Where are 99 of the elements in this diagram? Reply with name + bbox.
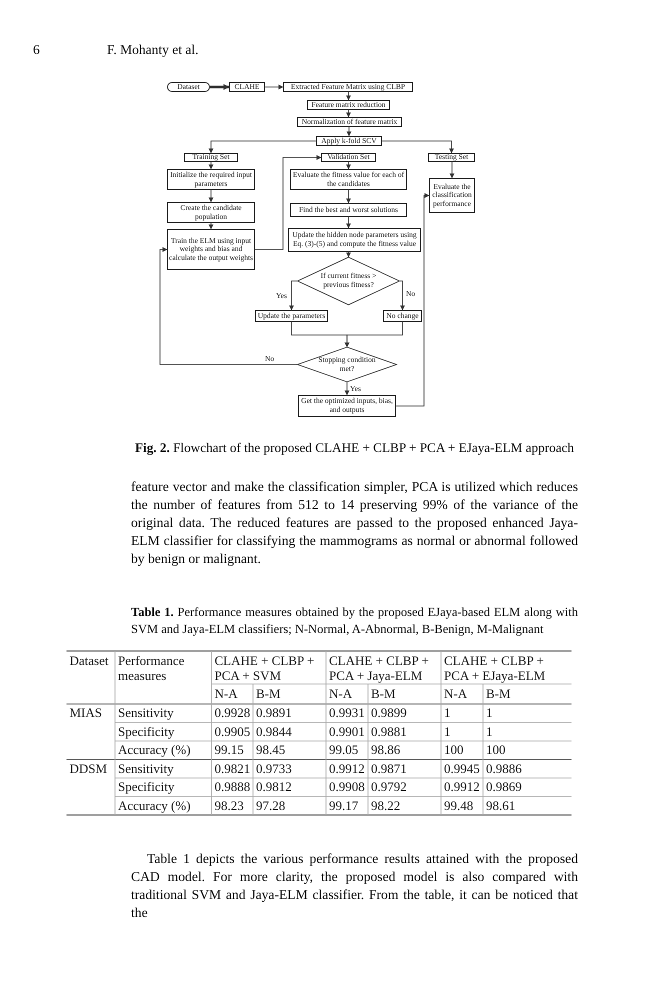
flow-arrow <box>264 84 284 90</box>
metric-value: 0.9881 <box>371 724 407 740</box>
body-paragraph: feature vector and make the classification simpler, PCA is utilized which reduces the number of features from 512 to 14 preserving 99% of the variance of the original data. The reduced features are passed to the proposed enhanced Jaya-ELM classifier for classifying the mammograms as normal or abnormal followed by benign or malignant. <box>131 478 578 568</box>
metric-value: 99.17 <box>329 798 358 814</box>
metric-value: 1 <box>444 724 450 740</box>
process-box <box>316 136 382 146</box>
metric-value: 0.9844 <box>256 724 292 740</box>
subcolumn-header: B-M <box>256 686 281 702</box>
column-header: Performance measures <box>118 653 186 683</box>
decision-diamond <box>297 347 397 382</box>
page-number: 6 <box>33 42 40 58</box>
body-paragraph: Table 1 depicts the various performance results attained with the proposed CAD model. For more clarity, the proposed model is also compared with traditional SVM and Jaya-ELM classifier. From the table, it can be noticed that the <box>131 850 578 922</box>
flow-arrow <box>346 126 352 136</box>
flow-arrow <box>400 280 405 310</box>
dataset-label: MIAS <box>70 705 102 722</box>
column-header: CLAHE + CLBP + PCA + EJaya-ELM <box>444 653 546 683</box>
metric-value: 98.45 <box>256 742 286 758</box>
flow-arrow <box>396 193 430 406</box>
metric-value: 0.9733 <box>256 760 292 777</box>
metric-value: 98.86 <box>371 742 400 758</box>
metric-value: 100 <box>486 742 506 758</box>
metric-value: 0.9945 <box>444 760 480 777</box>
process-box <box>428 153 475 162</box>
metric-value: 0.9812 <box>256 779 292 796</box>
flow-arrow <box>450 162 454 178</box>
metric-label: Specificity <box>118 779 174 796</box>
metric-label: Specificity <box>118 724 174 740</box>
flow-arrow <box>382 140 454 154</box>
metric-value: 0.9871 <box>371 760 407 777</box>
process-box <box>383 310 422 322</box>
metric-value: 1 <box>444 705 450 722</box>
decision-diamond <box>297 257 400 305</box>
process-box <box>184 153 238 162</box>
metric-value: 0.9912 <box>329 760 365 777</box>
metric-value: 99.15 <box>214 742 244 758</box>
metric-value: 97.28 <box>256 798 286 814</box>
metric-value: 0.9792 <box>371 779 407 796</box>
process-box <box>297 117 402 127</box>
table-caption: Table 1. Performance measures obtained by the proposed EJaya-based ELM along with SVM and Jaya-ELM classifiers; N-Normal, A-Abnormal, B-Benign, M-Malignant <box>131 604 578 638</box>
metric-value: 0.9912 <box>444 779 480 796</box>
flow-arrow <box>346 162 351 170</box>
metric-value: 0.9888 <box>214 779 250 796</box>
figure-caption: Fig. 2. Flowchart of the proposed CLAHE + CLBP + PCA + EJaya-ELM approach <box>134 440 575 455</box>
metric-value: 100 <box>444 742 464 758</box>
subcolumn-header: B-M <box>371 686 396 702</box>
flow-arrow <box>344 382 350 396</box>
metric-value: 98.22 <box>371 798 400 814</box>
metric-value: 0.9886 <box>486 760 522 777</box>
flow-arrow <box>289 280 298 310</box>
column-header: Dataset <box>70 653 108 668</box>
process-box <box>229 82 265 92</box>
column-header: CLAHE + CLBP + PCA + Jaya-ELM <box>329 653 430 683</box>
process-box <box>167 229 255 270</box>
flow-arrow <box>208 222 214 230</box>
metric-value: 0.9901 <box>329 724 365 740</box>
flow-arrow <box>208 162 214 170</box>
metric-value: 0.9899 <box>371 705 407 722</box>
column-header: CLAHE + CLBP + PCA + SVM <box>214 653 316 683</box>
subcolumn-header: N-A <box>444 686 468 702</box>
metric-value: 99.05 <box>329 742 358 758</box>
flow-arrow <box>346 190 351 204</box>
flow-arrow <box>160 247 298 365</box>
process-box <box>255 310 328 322</box>
metric-value: 1 <box>486 705 492 722</box>
flow-arrow <box>346 252 351 258</box>
flow-arrow <box>254 155 322 250</box>
metric-label: Sensitivity <box>118 760 174 777</box>
process-box <box>283 82 413 92</box>
metric-label: Accuracy (%) <box>118 742 191 758</box>
metric-value: 99.48 <box>444 798 474 814</box>
terminal-pill <box>167 82 210 92</box>
metric-value: 98.61 <box>486 798 516 814</box>
flow-arrow <box>346 92 351 100</box>
metric-value: 0.9931 <box>329 705 365 722</box>
metric-value: 0.9928 <box>214 705 250 722</box>
process-box <box>307 100 390 110</box>
process-box <box>290 203 407 217</box>
metric-label: Accuracy (%) <box>118 798 191 814</box>
flow-arrow <box>346 110 351 118</box>
subcolumn-header: N-A <box>214 686 238 702</box>
metric-value: 1 <box>486 724 492 740</box>
process-box <box>167 202 255 223</box>
metric-value: 98.23 <box>214 798 244 814</box>
metric-value: 0.9908 <box>329 779 365 796</box>
flow-arrow <box>344 322 403 348</box>
dataset-label: DDSM <box>70 760 108 777</box>
subcolumn-header: B-M <box>486 686 511 702</box>
subcolumn-header: N-A <box>329 686 352 702</box>
flow-arrow <box>208 140 316 154</box>
flow-arrow <box>210 84 230 90</box>
running-header: F. Mohanty et al. <box>107 42 199 58</box>
metric-value: 0.9891 <box>256 705 292 722</box>
process-box <box>321 153 376 162</box>
metric-value: 0.9869 <box>486 779 522 796</box>
flow-arrow <box>208 190 214 202</box>
metric-value: 0.9821 <box>214 760 250 777</box>
flow-arrow <box>346 216 351 228</box>
metric-label: Sensitivity <box>118 705 174 722</box>
metric-value: 0.9905 <box>214 724 250 740</box>
